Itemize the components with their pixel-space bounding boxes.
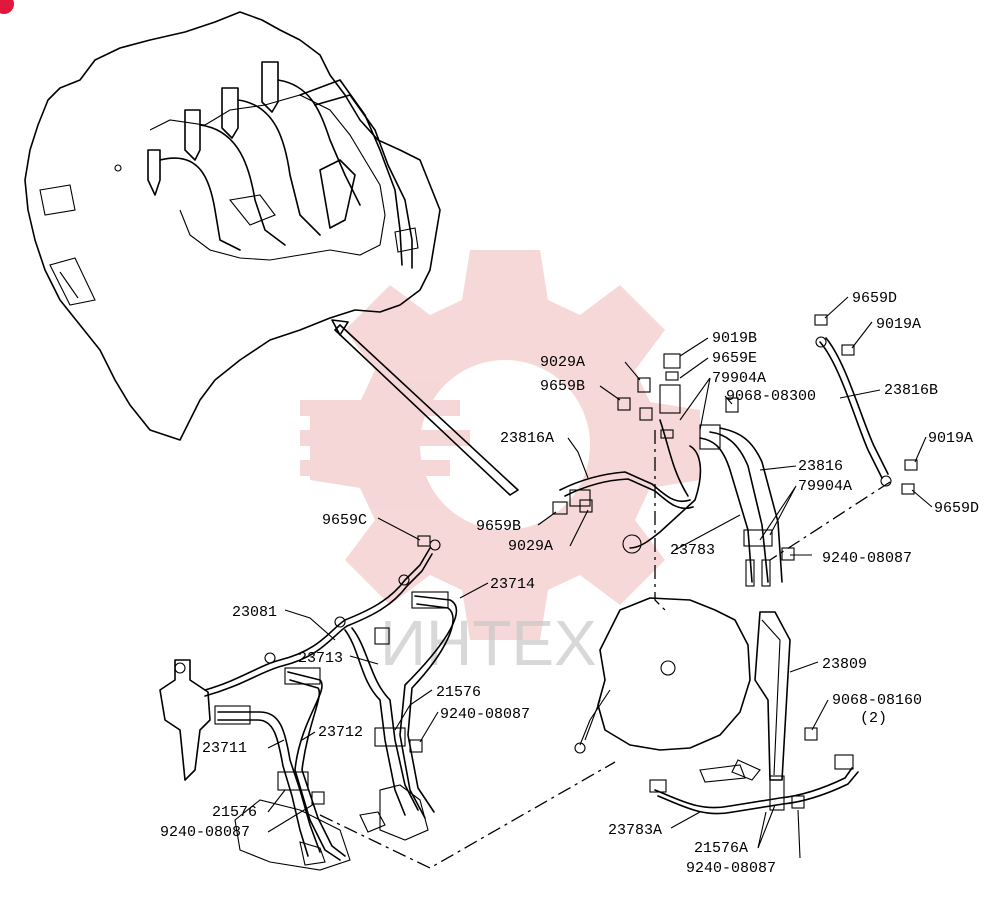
- part-label-9659d-top: 9659D: [852, 290, 897, 307]
- part-label-9019a-bottom: 9019A: [928, 430, 973, 447]
- part-label-9240-08087-center: 9240-08087: [440, 706, 530, 723]
- leader-lines: [267, 296, 933, 859]
- pump-bracket-assembly: [574, 597, 859, 815]
- part-label-23713: 23713: [298, 650, 343, 667]
- part-label-23783a: 23783A: [608, 822, 662, 839]
- part-label-9659c: 9659C: [322, 512, 367, 529]
- part-label-23809: 23809: [822, 656, 867, 673]
- part-label-21576-center: 21576: [436, 684, 481, 701]
- part-label-9659d-bottom: 9659D: [934, 500, 979, 517]
- part-label-9240-08087-bottom: 9240-08087: [686, 860, 776, 877]
- part-label-9240-08087-right: 9240-08087: [822, 550, 912, 567]
- part-label-9659b-mid: 9659B: [476, 518, 521, 535]
- part-label-9019a-top: 9019A: [876, 316, 921, 333]
- part-label-23712: 23712: [318, 724, 363, 741]
- part-label-23081: 23081: [232, 604, 277, 621]
- part-label-9068-08300: 9068-08300: [726, 388, 816, 405]
- part-label-9068-08160: 9068-08160: [832, 692, 922, 709]
- part-label-9240-08087-left: 9240-08087: [160, 824, 250, 841]
- part-label-9019b: 9019B: [712, 330, 757, 347]
- part-label-23816: 23816: [798, 458, 843, 475]
- alignment-line-upper: [769, 481, 891, 561]
- detail-pointer-arrow-icon: [331, 319, 519, 496]
- part-label-21576a: 21576A: [694, 840, 748, 857]
- upper-pipe-assembly: [552, 314, 918, 587]
- part-label-21576-left: 21576: [212, 804, 257, 821]
- watermark-text: ИНТЕХ: [380, 607, 597, 679]
- alignment-line-lower: [319, 761, 616, 869]
- corner-badge-icon: [0, 0, 14, 14]
- watermark-gear-icon: [300, 250, 700, 640]
- alignment-line-center: [654, 430, 666, 611]
- part-label-9659b-top: 9659B: [540, 378, 585, 395]
- part-label-79904a-mid: 79904A: [798, 478, 852, 495]
- part-label-9029a-top: 9029A: [540, 354, 585, 371]
- part-label-23783: 23783: [670, 542, 715, 559]
- engine-assembly: [24, 11, 441, 441]
- part-label-9068-08160-qty: (2): [860, 710, 887, 727]
- part-label-79904a-top: 79904A: [712, 370, 766, 387]
- part-label-23816a: 23816A: [500, 430, 554, 447]
- part-label-23711: 23711: [202, 740, 247, 757]
- part-label-9659e: 9659E: [712, 350, 757, 367]
- part-label-23816b: 23816B: [884, 382, 938, 399]
- part-label-9029a-mid: 9029A: [508, 538, 553, 555]
- lower-pipe-assembly: [159, 535, 458, 871]
- part-label-23714: 23714: [490, 576, 535, 593]
